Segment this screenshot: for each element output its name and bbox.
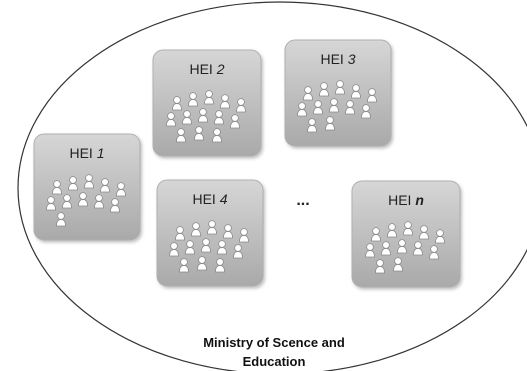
person-icon xyxy=(172,96,182,111)
ministry-caption-line-1: Ministry of Scence and xyxy=(203,335,345,350)
person-icon xyxy=(198,108,208,123)
person-icon xyxy=(175,226,185,241)
hei-label-prefix: HEI xyxy=(192,191,219,207)
person-icon xyxy=(62,194,72,209)
person-icon xyxy=(319,82,329,97)
hei-label-prefix: HEI xyxy=(189,61,216,77)
person-icon xyxy=(78,192,88,207)
people-group xyxy=(297,80,377,133)
people-group xyxy=(46,174,126,227)
hei-box: HEI 4 xyxy=(156,179,264,287)
person-icon xyxy=(387,223,397,238)
person-icon xyxy=(204,90,214,105)
person-icon xyxy=(166,112,176,127)
hei-label-number: 1 xyxy=(97,145,105,161)
person-icon xyxy=(335,80,345,95)
person-icon xyxy=(236,98,246,113)
person-icon xyxy=(169,242,179,257)
person-icon xyxy=(182,110,192,125)
hei-label: HEI 3 xyxy=(320,51,355,67)
hei-box: HEI 3 xyxy=(284,39,392,147)
person-icon xyxy=(397,239,407,254)
hei-label-prefix: HEI xyxy=(69,145,96,161)
hei-box: HEI 2 xyxy=(152,49,262,157)
person-icon xyxy=(212,128,222,143)
person-icon xyxy=(239,228,249,243)
person-icon xyxy=(215,258,225,273)
hei-label: HEI 4 xyxy=(192,191,227,207)
person-icon xyxy=(233,244,243,259)
person-icon xyxy=(307,118,317,133)
person-icon xyxy=(329,98,339,113)
person-icon xyxy=(116,182,126,197)
person-icon xyxy=(110,198,120,213)
person-icon xyxy=(435,229,445,244)
person-icon xyxy=(230,114,240,129)
person-icon xyxy=(381,241,391,256)
person-icon xyxy=(201,238,211,253)
person-icon xyxy=(419,225,429,240)
person-icon xyxy=(365,243,375,258)
person-icon xyxy=(217,240,227,255)
person-icon xyxy=(185,240,195,255)
person-icon xyxy=(297,102,307,117)
person-icon xyxy=(179,258,189,273)
hei-label-prefix: HEI xyxy=(320,51,347,67)
hei-box: HEI n xyxy=(351,180,461,288)
person-icon xyxy=(191,222,201,237)
more-institutions-ellipsis: ... xyxy=(296,192,309,209)
people-group xyxy=(166,90,246,143)
people-group xyxy=(169,220,249,273)
person-icon xyxy=(220,94,230,109)
person-icon xyxy=(303,86,313,101)
person-icon xyxy=(345,100,355,115)
hei-label-number: n xyxy=(415,192,424,208)
person-icon xyxy=(367,88,377,103)
ministry-boundary xyxy=(17,1,527,371)
person-icon xyxy=(207,220,217,235)
hei-label-prefix: HEI xyxy=(388,192,415,208)
person-icon xyxy=(84,174,94,189)
person-icon xyxy=(46,196,56,211)
person-icon xyxy=(194,126,204,141)
hei-label: HEI 1 xyxy=(69,145,104,161)
person-icon xyxy=(313,100,323,115)
person-icon xyxy=(403,221,413,236)
person-icon xyxy=(68,176,78,191)
hei-label-number: 4 xyxy=(220,191,228,207)
hei-label-number: 3 xyxy=(348,51,356,67)
person-icon xyxy=(351,84,361,99)
person-icon xyxy=(176,128,186,143)
person-icon xyxy=(188,92,198,107)
person-icon xyxy=(371,227,381,242)
person-icon xyxy=(100,178,110,193)
person-icon xyxy=(56,212,66,227)
person-icon xyxy=(361,104,371,119)
hei-label: HEI 2 xyxy=(189,61,224,77)
person-icon xyxy=(197,256,207,271)
people-group xyxy=(365,221,445,274)
hei-box: HEI 1 xyxy=(33,133,141,241)
person-icon xyxy=(94,194,104,209)
person-icon xyxy=(429,245,439,260)
person-icon xyxy=(393,257,403,272)
person-icon xyxy=(375,259,385,274)
person-icon xyxy=(325,116,335,131)
hei-label: HEI n xyxy=(388,192,424,208)
person-icon xyxy=(52,180,62,195)
person-icon xyxy=(214,110,224,125)
hei-label-number: 2 xyxy=(216,61,225,77)
person-icon xyxy=(223,224,233,239)
ministry-caption-line-2: Education xyxy=(243,354,306,369)
person-icon xyxy=(413,241,423,256)
